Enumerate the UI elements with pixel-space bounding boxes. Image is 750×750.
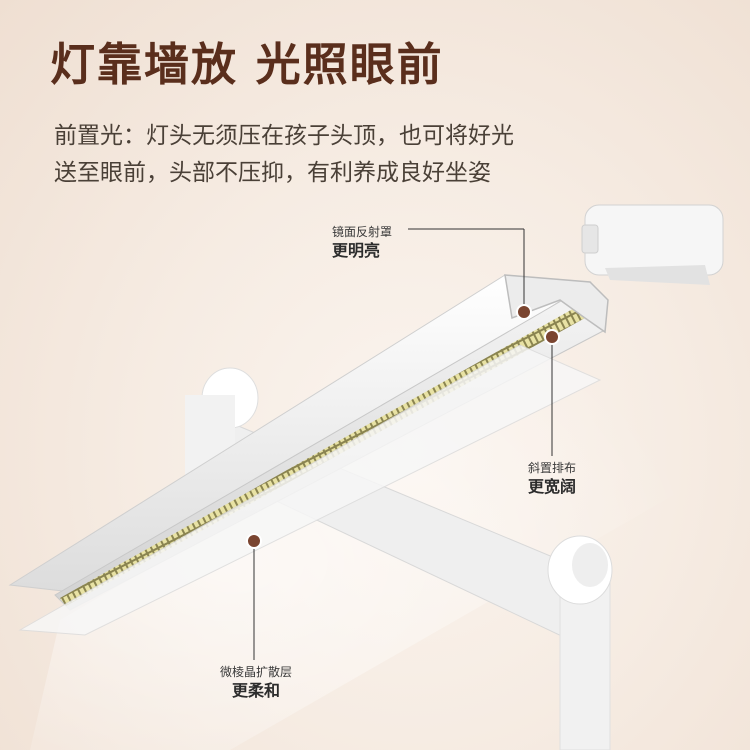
subtext: 前置光：灯头无须压在孩子头顶，也可将好光 送至眼前，头部不压抑，有利养成良好坐姿 — [54, 118, 614, 192]
callout-reflector: 镜面反射罩 更明亮 — [332, 224, 392, 262]
led-strip — [60, 306, 585, 606]
callout-tilted-small: 斜置排布 — [527, 461, 576, 475]
diffuser-plate — [18, 344, 602, 636]
callout-reflector-small: 镜面反射罩 — [332, 225, 393, 239]
subtext-line-1: 前置光：灯头无须压在孩子头顶，也可将好光 — [54, 123, 514, 149]
callout-reflector-big: 更明亮 — [332, 241, 381, 260]
callout-diffuser-small: 微棱晶扩散层 — [219, 665, 292, 679]
marker-reflector — [516, 304, 532, 320]
marker-diffuser — [246, 533, 262, 549]
callout-tilted: 斜置排布 更宽阔 — [520, 460, 584, 498]
headline: 灯靠墙放 光照眼前 — [50, 38, 444, 91]
callout-diffuser: 微棱晶扩散层 更柔和 — [214, 664, 298, 702]
subtext-line-2: 送至眼前，头部不压抑，有利养成良好坐姿 — [54, 160, 491, 186]
marker-tilted — [544, 329, 560, 345]
callout-tilted-big: 更宽阔 — [527, 477, 576, 496]
callout-diffuser-big: 更柔和 — [231, 681, 280, 700]
lamp-pole — [559, 574, 611, 750]
end-cap — [584, 204, 724, 276]
